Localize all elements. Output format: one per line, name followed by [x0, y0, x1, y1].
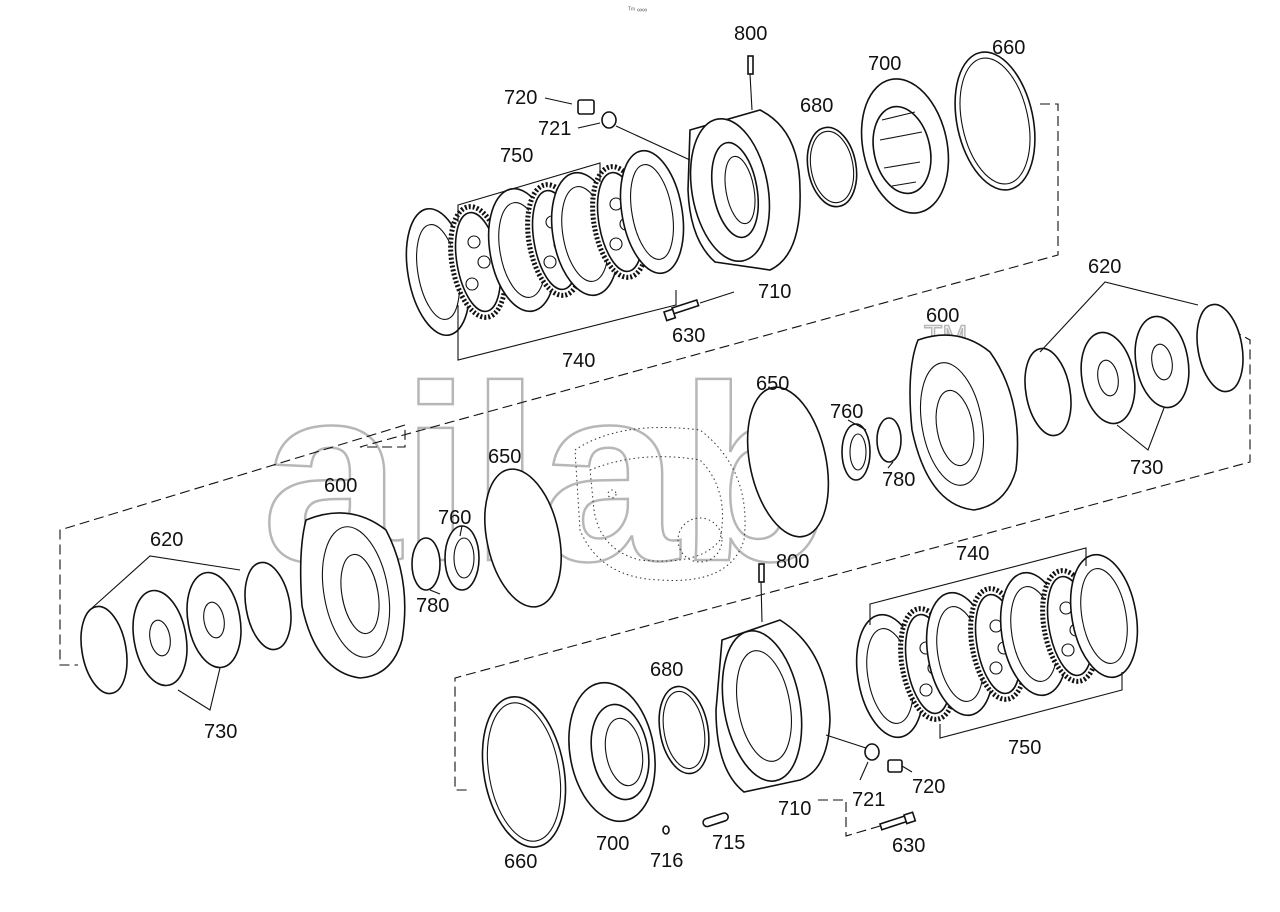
label-680: 680: [800, 95, 833, 117]
ring-icon: [601, 111, 617, 129]
label-630: 630: [672, 325, 705, 347]
thrust-washer: [1134, 315, 1190, 409]
header-tiny-text: ᵀᵐ ∞∞: [628, 7, 647, 14]
plug-720: [887, 759, 903, 773]
label-660: 660: [992, 37, 1025, 59]
seal-650-ring: [746, 386, 830, 538]
label-620: 620: [1088, 256, 1121, 278]
plug-pin: [747, 55, 754, 75]
label-650: 650: [488, 446, 521, 468]
bolt-icon: [662, 291, 735, 322]
ring-icon: [658, 685, 710, 775]
label-720: 720: [912, 776, 945, 798]
assembly-dash-lines: [59, 103, 1251, 837]
label-700: 700: [868, 53, 901, 75]
ring-icon: [244, 561, 292, 651]
ring-icon: [864, 743, 880, 761]
plug-720: [577, 99, 595, 115]
label-721: 721: [538, 118, 571, 140]
label-710: 710: [758, 281, 791, 303]
label-600: 600: [926, 305, 959, 327]
label-600: 600: [324, 475, 357, 497]
thrust-washer: [132, 589, 188, 687]
label-660: 660: [504, 851, 537, 873]
upper-rings-right: [806, 51, 1036, 214]
label-750: 750: [500, 145, 533, 167]
steel-plate: [1069, 553, 1139, 679]
label-760: 760: [438, 507, 471, 529]
middle-left-group: [80, 468, 562, 711]
label-760: 760: [830, 401, 863, 423]
pin-715: [702, 812, 729, 828]
label-730: 730: [1130, 457, 1163, 479]
label-720: 720: [504, 87, 537, 109]
label-680: 680: [650, 659, 683, 681]
steel-plate: [619, 149, 685, 275]
ring-icon: [1024, 347, 1072, 437]
cover-icon: [299, 512, 406, 679]
ring-icon: [954, 51, 1036, 191]
lower-clutch-pack: [855, 547, 1139, 739]
label-721: 721: [852, 789, 885, 811]
label-730: 730: [204, 721, 237, 743]
middle-right-group: [746, 281, 1244, 538]
label-710: 710: [778, 798, 811, 820]
label-620: 620: [150, 529, 183, 551]
label-750: 750: [1008, 737, 1041, 759]
label-740: 740: [956, 543, 989, 565]
label-800: 800: [776, 551, 809, 573]
label-780: 780: [416, 595, 449, 617]
ring-icon: [1196, 303, 1244, 393]
thrust-washer: [186, 571, 242, 669]
label-630: 630: [892, 835, 925, 857]
transmission-housing-sketch: [574, 427, 746, 581]
ring-icon: [411, 537, 441, 591]
ball-716: [662, 825, 670, 835]
ring-icon: [80, 605, 128, 695]
seal-650-ring: [484, 468, 562, 608]
part-labels: 800 720 721 750 680 700 660 710 630 740 …: [150, 23, 1163, 873]
label-800: 800: [734, 23, 767, 45]
upper-clutch-pack: [405, 149, 685, 361]
label-716: 716: [650, 850, 683, 872]
bolt-icon: [878, 811, 917, 831]
label-715: 715: [712, 832, 745, 854]
thrust-washer: [1080, 331, 1136, 425]
upper-clutch-housing: [544, 55, 801, 322]
ring-icon: [481, 696, 567, 848]
cover-icon: [909, 334, 1019, 511]
label-740: 740: [562, 350, 595, 372]
ring-icon: [806, 126, 858, 208]
label-700: 700: [596, 833, 629, 855]
plug-pin: [758, 563, 765, 583]
lower-group: [481, 563, 917, 848]
label-780: 780: [882, 469, 915, 491]
ring-icon: [876, 417, 902, 463]
label-650: 650: [756, 373, 789, 395]
